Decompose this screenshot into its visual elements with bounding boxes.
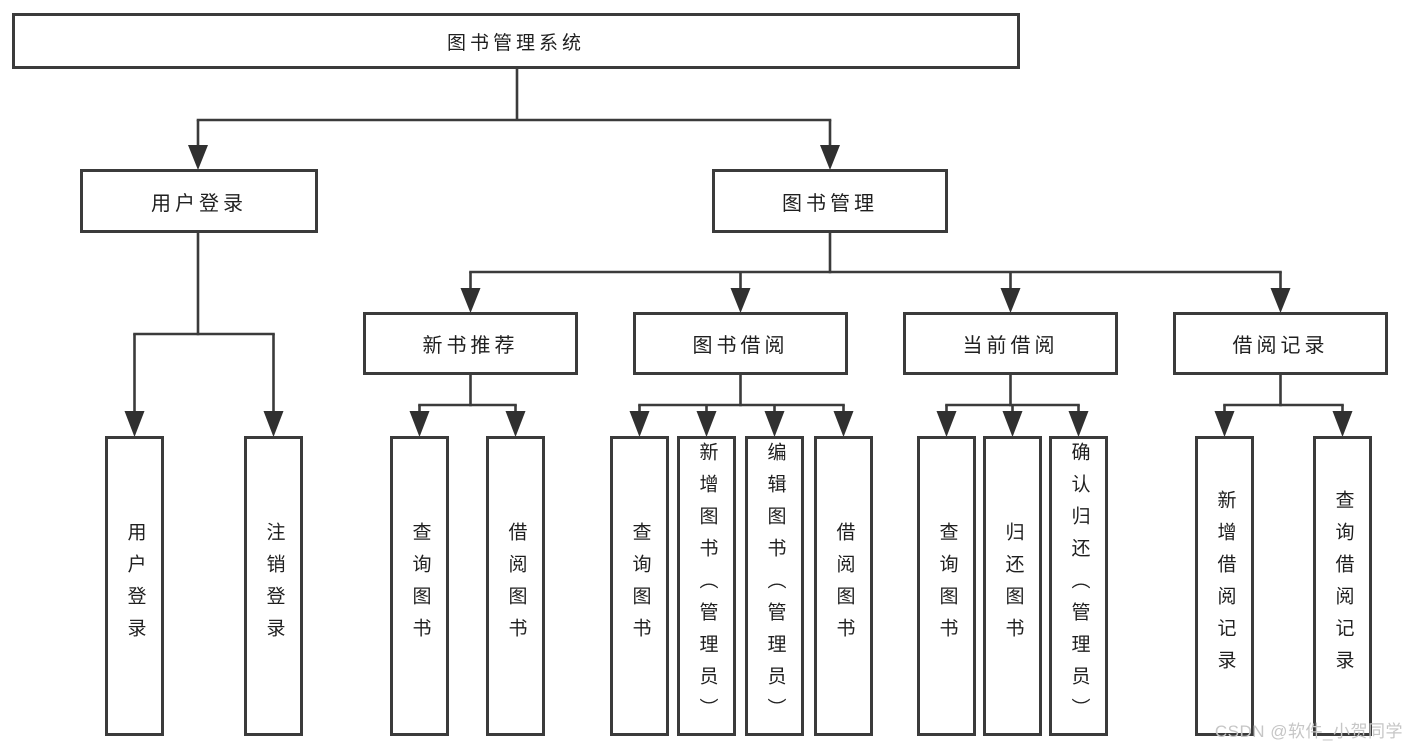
node-book-borrowing: 图书借阅 [633,312,848,375]
leaf-query-borrow-record: 查询借阅记录 [1313,436,1372,736]
leaf-return-books: 归还图书 [983,436,1042,736]
leaf-logout: 注销登录 [244,436,303,736]
csdn-watermark: CSDN @软件_小贺同学 [1214,722,1403,741]
leaf-edit-books-admin: 编辑图书（管理员） [745,436,804,736]
leaf-add-books-admin: 新增图书（管理员） [677,436,736,736]
node-new-book-recommendation: 新书推荐 [363,312,578,375]
leaf-query-books-borrowing: 查询图书 [610,436,669,736]
leaf-query-books-recommend: 查询图书 [390,436,449,736]
node-book-management: 图书管理 [712,169,948,233]
leaf-borrow-books-recommend: 借阅图书 [486,436,545,736]
leaf-query-books-current: 查询图书 [917,436,976,736]
leaf-confirm-return-admin: 确认归还（管理员） [1049,436,1108,736]
node-root: 图书管理系统 [12,13,1020,69]
leaf-add-borrow-record: 新增借阅记录 [1195,436,1254,736]
node-borrowing-records: 借阅记录 [1173,312,1388,375]
node-current-borrowing: 当前借阅 [903,312,1118,375]
leaf-user-login: 用户登录 [105,436,164,736]
node-user-login: 用户登录 [80,169,318,233]
leaf-borrow-books-borrowing: 借阅图书 [814,436,873,736]
